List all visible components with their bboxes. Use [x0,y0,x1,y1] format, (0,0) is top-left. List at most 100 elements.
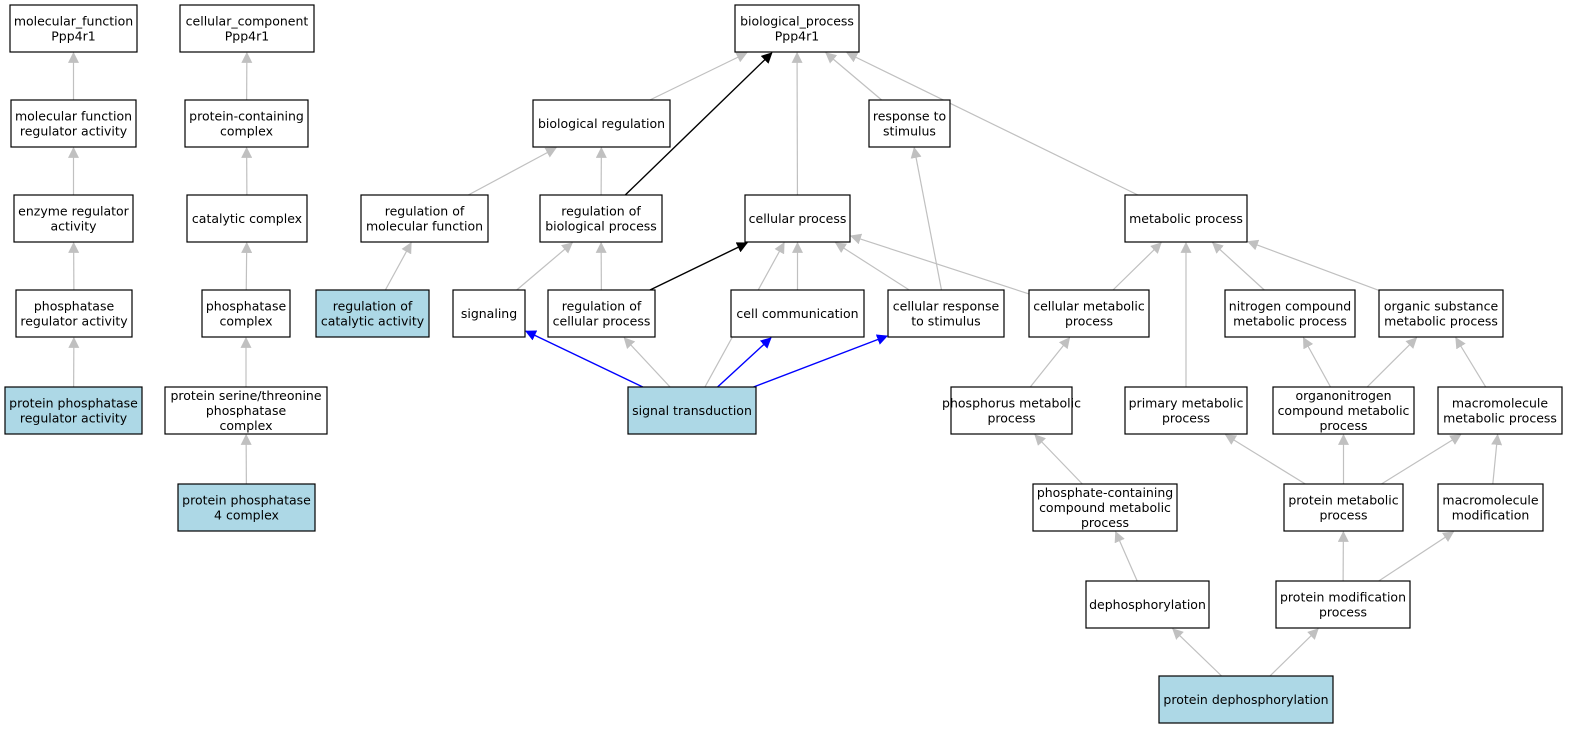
node-label-line: catalytic complex [192,211,302,226]
node-sig: signaling [452,289,526,338]
node-label-line: catalytic activity [321,314,425,329]
node-box [1032,483,1178,532]
node-box [360,194,489,243]
edge-osmp-to-mp [1246,239,1380,291]
edge-breg-to-bp [649,52,748,101]
node-mp: metabolic process [1124,194,1248,243]
node-label-line: signal transduction [632,403,752,418]
node-label-line: activity [50,219,97,234]
node-box [452,289,526,338]
node-deph: dephosphorylation [1085,580,1210,629]
node-breg: biological regulation [532,99,671,148]
edge-prmp-to-mmp [1381,434,1462,485]
node-box [15,289,133,338]
node-label-line: stimulus [883,124,936,139]
node-label-line: metabolic process [1129,211,1243,226]
node-label-line: Ppp4r1 [51,29,95,44]
edge-st-to-rcp [623,337,671,388]
node-label-line: process [1319,508,1367,523]
node-box [1437,386,1563,435]
node-box [744,194,851,243]
node-box [177,483,316,532]
edge-sig-to-rbp [516,242,573,291]
node-label-line: protein dephosphorylation [1163,692,1328,707]
node-label-line: dephosphorylation [1089,597,1206,612]
node-label-line: cellular process [749,211,847,226]
node-label-line: response to [873,109,946,124]
node-label-line: regulation of [385,204,465,219]
node-label-line: cell communication [736,306,858,321]
node-st: signal transduction [627,386,757,435]
edges-layer [68,51,1503,677]
edge-st-to-sig [525,330,644,388]
edge-oncmp-to-osmp [1366,337,1418,388]
node-box [1378,289,1504,338]
node-label-line: Ppp4r1 [225,29,269,44]
node-label-line: compound metabolic [1278,403,1410,418]
node-label-line: regulation of [333,299,413,314]
node-label-line: process [1319,418,1367,433]
node-box [184,99,309,148]
edge-crs-to-cp [834,242,910,291]
node-label-line: regulator activity [20,314,128,329]
node-label-line: complex [220,124,273,139]
node-label-line: molecular function [366,219,483,234]
edge-oncmp-to-ncmp [1302,337,1332,388]
edge-pdeph-to-pmod [1269,628,1319,677]
node-box [1272,386,1415,435]
node-label-line: regulation of [562,299,642,314]
edge-ncmp-to-mp [1212,242,1265,291]
edge-mp-to-bp [846,52,1139,196]
edge-crs-to-rts [910,146,943,291]
edge-cmp-to-cp [849,233,1030,295]
node-label-line: protein phosphatase [9,396,138,411]
node-box [1158,675,1334,724]
edge-rts-to-bp [825,52,883,101]
node-label-line: protein modification [1280,590,1406,605]
node-label-line: complex [220,314,273,329]
node-label-line: nitrogen compound [1229,299,1351,314]
node-label-line: signaling [461,306,517,321]
node-label-line: protein serine/threonine [170,388,321,403]
node-label-line: molecular_function [14,14,133,29]
node-box [1275,580,1411,629]
node-box [887,289,1005,338]
node-label-line: organonitrogen [1295,388,1391,403]
edge-mmp-to-osmp [1455,337,1487,388]
node-label-line: regulator activity [20,411,128,426]
node-label-line: organic substance [1384,299,1499,314]
node-box [1437,483,1544,532]
node-box [315,289,430,338]
node-box [532,99,671,148]
node-label-line: 4 complex [214,508,279,523]
edge-pmod-to-mmod [1378,531,1455,582]
node-box [1028,289,1150,338]
node-label-line: metabolic process [1443,411,1557,426]
node-label-line: cellular response [893,299,1000,314]
node-label-line: phosphate-containing [1037,485,1173,500]
node-label-line: metabolic process [1233,314,1347,329]
node-label-line: regulator activity [20,124,128,139]
node-box [1224,289,1356,338]
node-box [734,4,860,53]
edge-deph-to-pccmp [1114,530,1138,582]
